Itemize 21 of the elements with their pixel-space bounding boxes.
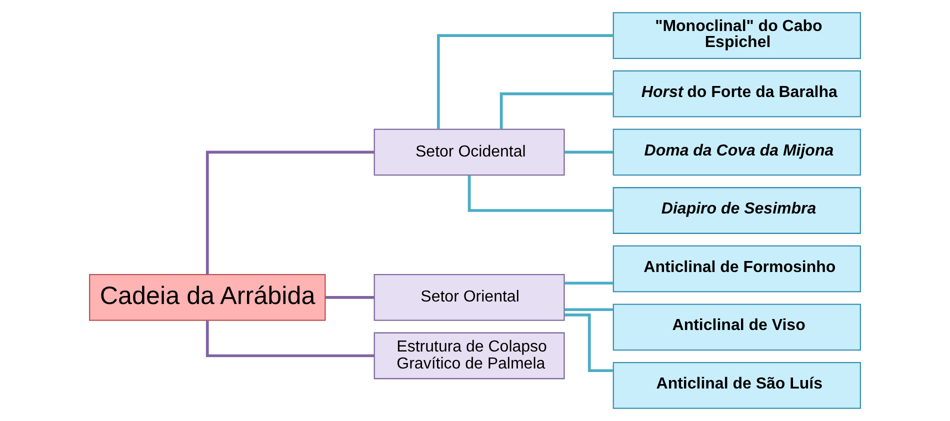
node-box: Doma da Cova da Mijona <box>612 128 861 176</box>
connector <box>564 282 614 285</box>
node-box: Diapiro de Sesimbra <box>612 187 861 234</box>
node-box: Anticlinal de Formosinho <box>612 245 861 292</box>
connector <box>206 150 374 274</box>
connector <box>564 314 614 372</box>
connector <box>325 296 374 299</box>
node-box: Anticlinal de São Luís <box>612 362 861 409</box>
node-box: Estrutura de Colapso Gravítico de Palmela <box>374 332 565 380</box>
connector <box>436 34 614 130</box>
connector <box>468 175 614 212</box>
node-box: Anticlinal de Viso <box>612 304 861 351</box>
connector <box>500 92 614 130</box>
node-box: Horst do Forte da Baralha <box>612 70 861 118</box>
node-box: Setor Oriental <box>374 274 565 321</box>
node-box: Setor Ocidental <box>374 128 565 176</box>
connector <box>564 308 614 312</box>
node-box: "Monoclinal" do Cabo Espichel <box>612 12 861 59</box>
node-box: Cadeia da Arrábida <box>89 274 326 321</box>
connector <box>564 150 614 154</box>
connector <box>206 320 374 358</box>
